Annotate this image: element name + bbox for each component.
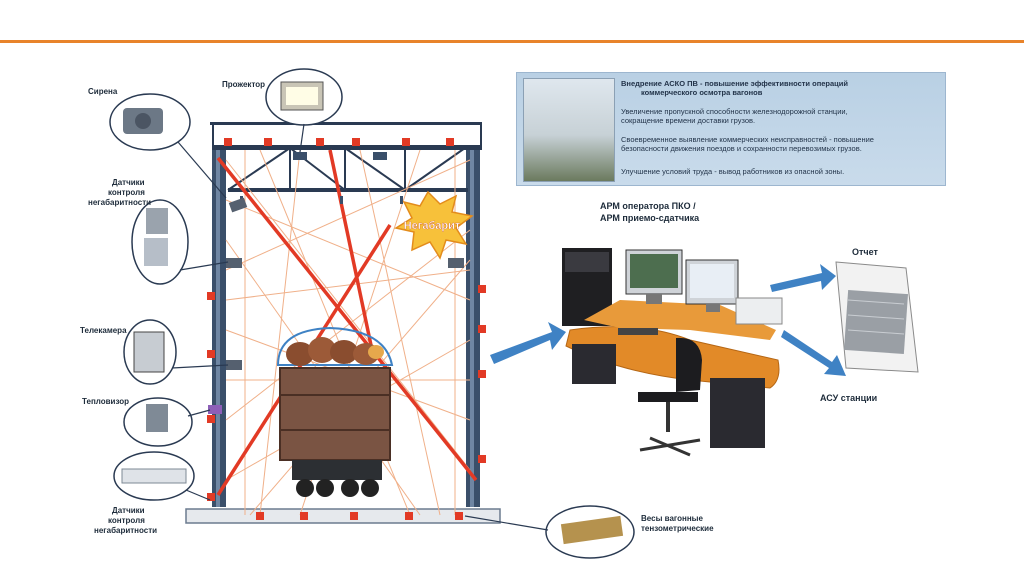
scale-label-1: Весы вагонные [641,514,703,523]
station-acs-label: АСУ станции [820,393,878,403]
workstation-title: АРМ оператора ПКО / АРМ приемо-сдатчика [600,201,700,223]
telecamera-label: Телекамера [80,326,127,335]
report-document [835,261,919,373]
negabarit-label: Негабарит [404,220,461,232]
scale-device [560,515,624,545]
sensor-top-label-1: Датчики [112,178,145,187]
scale-label-2: тензометрические [641,524,714,533]
truss-bottom [212,145,482,150]
gantry-photo [523,78,615,182]
dimension-sensor-device [146,208,168,234]
bottom-sensor-device [121,468,187,484]
benefits-panel: Внедрение АСКО ПВ - повышение эффективно… [516,72,946,186]
scale-platform [185,508,501,524]
floodlight-label: Прожектор [222,80,266,89]
benefits-title: Внедрение АСКО ПВ - повышение эффективно… [621,79,848,97]
thermal-imager-device [146,404,168,432]
callout-leaders [171,123,549,531]
report-label: Отчет [852,247,878,257]
sensor-bottom-label-2: контроля [108,516,145,525]
siren-label: Сирена [88,87,118,96]
flow-arrows [490,264,846,376]
header-accent-line [0,40,1024,43]
column-cameras [208,197,464,414]
benefit-labor: Улучшение условий труда - вывод работник… [621,167,845,176]
telecamera-device [133,331,165,373]
railcar [276,326,394,497]
sensor-bottom-label-1: Датчики [112,506,145,515]
sensor-top-label-3: негабаритности [88,198,152,207]
operator-workstation [562,248,783,457]
sensor-boxes [207,138,486,520]
thermal-imager-label: Тепловизор [82,397,130,406]
truss-lower [228,188,468,192]
sensor-bottom-label-3: негабаритности [94,526,158,535]
benefit-safety: Своевременное выявление коммерческих неи… [621,135,874,153]
callout-devices [121,81,624,545]
truss-diagonals [227,147,466,191]
sensor-top-label-2: контроля [108,188,145,197]
benefit-throughput: Увеличение пропускной способности железн… [621,107,848,125]
alert-starburst [394,190,474,260]
top-beam [210,122,482,125]
